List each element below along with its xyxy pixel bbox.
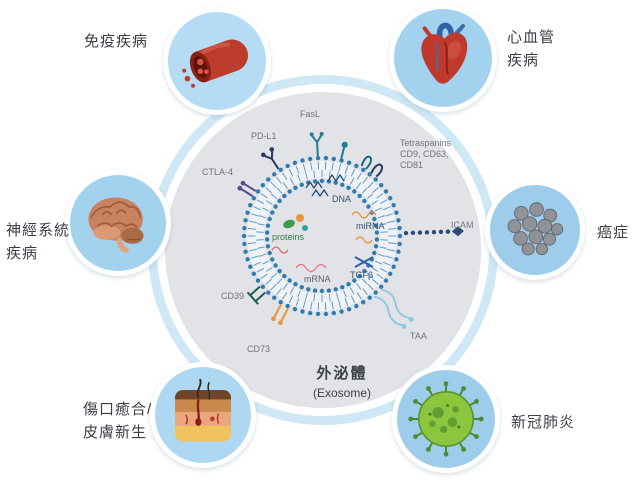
exosome-title-en: (Exosome): [312, 386, 371, 400]
disease-label-cardiovascular: 心血管 疾病: [507, 26, 555, 72]
disease-label-cardiovascular-line1: 心血管: [507, 29, 556, 46]
disease-circle-immune: [163, 7, 271, 115]
marker-label-icam: ICAM: [451, 220, 474, 230]
disease-label-wound-line1: 傷口癒合/: [83, 401, 153, 418]
disease-label-neuro-line1: 神經系統: [6, 222, 71, 239]
disease-label-neuro-line2: 疾病: [6, 245, 39, 262]
disease-label-immune: 免疫疾病: [84, 33, 149, 50]
marker-label-pdl1: PD-L1: [251, 131, 277, 141]
marker-label-cd39: CD39: [221, 291, 245, 301]
disease-label-covid: 新冠肺炎: [511, 414, 576, 431]
marker-label-ctla4: CTLA-4: [202, 167, 234, 177]
disease-circle-cardiovascular: [389, 4, 497, 112]
disease-label-neuro: 神經系統 疾病: [6, 219, 70, 265]
heart-icon: [421, 22, 468, 84]
tetraspanins-line3: CD81: [400, 160, 424, 170]
disease-label-wound-line2: 皮膚新生: [83, 424, 148, 441]
tumor-cells-icon: [507, 202, 564, 256]
disease-label-cancer: 癌症: [597, 224, 630, 241]
disease-circle-cancer: [485, 180, 585, 280]
disease-label-cardiovascular-line2: 疾病: [507, 52, 540, 69]
disease-circle-wound: [150, 362, 256, 468]
exosome-title-zh: 外泌體: [316, 365, 368, 382]
cargo-label-mirna: miRNA: [356, 221, 385, 231]
tetraspanins-line2: CD9, CD63,: [400, 149, 449, 159]
marker-label-fasl: FasL: [300, 109, 321, 119]
cargo-label-dna: DNA: [332, 194, 352, 204]
disease-circle-neuro: [65, 170, 171, 276]
disease-circle-covid: [392, 365, 500, 473]
marker-label-tetraspanins: Tetraspanins CD9, CD63, CD81: [400, 138, 451, 171]
blood-vessel-icon: [182, 39, 249, 88]
cargo-label-tgfb: TGFβ: [350, 270, 374, 280]
brain-icon: [88, 197, 144, 253]
virus-icon: [408, 381, 484, 457]
disease-label-wound: 傷口癒合/ 皮膚新生: [83, 398, 152, 444]
tetraspanins-line1: Tetraspanins: [400, 138, 452, 148]
cargo-label-mrna: mRNA: [304, 274, 331, 284]
skin-icon: [174, 378, 232, 442]
marker-label-taa: TAA: [410, 331, 427, 341]
marker-label-cd73: CD73: [247, 344, 271, 354]
cargo-label-proteins: proteins: [272, 232, 305, 242]
exosome-title: 外泌體 (Exosome): [294, 362, 390, 400]
